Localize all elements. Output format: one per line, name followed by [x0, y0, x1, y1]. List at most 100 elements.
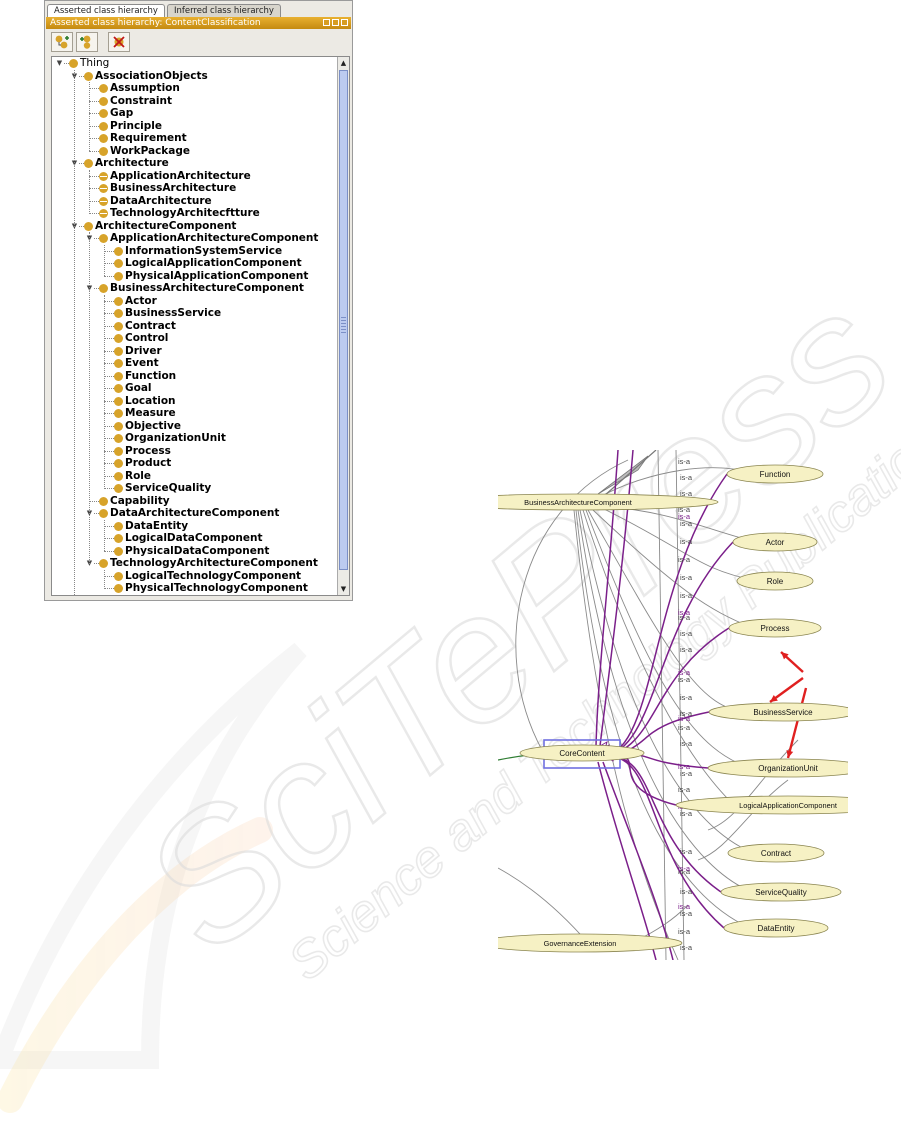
tree-item-businessarchitecturecomponent[interactable]: ▼BusinessArchitectureComponent [52, 282, 337, 295]
tree-item-capability[interactable]: Capability [52, 495, 337, 508]
tree-item-control[interactable]: Control [52, 332, 337, 345]
tab-asserted-class-hierarchy[interactable]: Asserted class hierarchy [47, 4, 165, 17]
tree-item-objective[interactable]: Objective [52, 420, 337, 433]
tree-item-technologyarchitecftture[interactable]: TechnologyArchitecftture [52, 207, 337, 220]
tree-item-measure[interactable]: Measure [52, 407, 337, 420]
tree-item-servicequality[interactable]: ServiceQuality [52, 482, 337, 495]
tree-item-driver[interactable]: Driver [52, 345, 337, 358]
graph-node-label: BusinessArchitectureComponent [524, 498, 632, 507]
graph-node-dataentity[interactable]: DataEntity [723, 918, 829, 938]
tree-item-applicationarchitecturecomponent[interactable]: ▼ApplicationArchitectureComponent [52, 232, 337, 245]
tree-item-label: LogicalTechnologyComponent [125, 569, 302, 582]
tree-item-informationsystemservice[interactable]: InformationSystemService [52, 245, 337, 258]
tree-item-logicaldatacomponent[interactable]: LogicalDataComponent [52, 532, 337, 545]
graph-node-businessarchitecturecomponent[interactable]: BusinessArchitectureComponent [498, 493, 719, 511]
tree-item-architecturecomponent[interactable]: ▼ArchitectureComponent [52, 220, 337, 233]
tree-item-label: Gap [110, 107, 134, 119]
graph-node-corecontent[interactable]: CoreContent [519, 744, 645, 762]
tree-scrollbar[interactable]: ▲ ▼ [337, 57, 349, 595]
class-icon [114, 334, 123, 343]
tree-item-process[interactable]: Process [52, 445, 337, 458]
tree-item-event[interactable]: Event [52, 357, 337, 370]
tree-item-label: PhysicalDataComponent [125, 544, 270, 557]
tree-connector [89, 200, 99, 202]
tree-item-businessarchitecture[interactable]: BusinessArchitecture [52, 182, 337, 195]
tree-connector [94, 238, 99, 239]
graph-node-businessservice[interactable]: BusinessService [708, 702, 848, 722]
graph-node-servicequality[interactable]: ServiceQuality [720, 882, 842, 902]
tree-item-label: BusinessArchitectureComponent [110, 282, 304, 294]
tree-item-contract[interactable]: Contract [52, 320, 337, 333]
delete-class-button[interactable] [108, 32, 130, 52]
class-icon [99, 559, 108, 568]
tree-item-requirement[interactable]: Requirement [52, 132, 337, 145]
expand-toggle-icon[interactable]: ▼ [56, 59, 63, 67]
is-a-label: is-a [678, 505, 691, 514]
tree-item-constraint[interactable]: Constraint [52, 95, 337, 108]
tree-item-function[interactable]: Function [52, 370, 337, 383]
purple-edges [498, 450, 734, 960]
tree-item-gap[interactable]: Gap [52, 107, 337, 120]
tree-item-businessservice[interactable]: BusinessService [52, 307, 337, 320]
tab-inferred-class-hierarchy[interactable]: Inferred class hierarchy [166, 4, 281, 17]
tree-item-organizationunit[interactable]: OrganizationUnit [52, 432, 337, 445]
tree-item-workpackage[interactable]: WorkPackage [52, 145, 337, 158]
tree-item-physicalapplicationcomponent[interactable]: PhysicalApplicationComponent [52, 270, 337, 283]
graph-node-actor[interactable]: Actor [732, 532, 818, 552]
is-a-label: is-a [678, 762, 691, 771]
scroll-down-arrow-icon[interactable]: ▼ [338, 583, 349, 595]
graph-node-organizationunit[interactable]: OrganizationUnit [707, 758, 848, 778]
tree-item-architecture[interactable]: ▼Architecture [52, 157, 337, 170]
graph-node-contract[interactable]: Contract [727, 843, 825, 863]
tree-item-dataarchitecturecomponent[interactable]: ▼DataArchitectureComponent [52, 507, 337, 520]
scroll-up-arrow-icon[interactable]: ▲ [338, 57, 349, 69]
add-sibling-button[interactable] [76, 32, 98, 52]
is-a-edge [602, 761, 674, 960]
tree-item-label: Architecture [95, 157, 169, 169]
red-arrowhead-icon [781, 652, 789, 660]
graph-node-function[interactable]: Function [726, 464, 824, 484]
scrollbar-thumb[interactable] [339, 70, 348, 570]
tree-item-physicaldatacomponent[interactable]: PhysicalDataComponent [52, 545, 337, 558]
tree-item-technologyarchitecturecomponent[interactable]: ▼TechnologyArchitectureComponent [52, 557, 337, 570]
watermark-logo [0, 642, 307, 1113]
is-a-edge [602, 627, 730, 758]
tree-item-label: ServiceQuality [125, 482, 212, 494]
graph-node-governanceextension[interactable]: GovernanceExtension [498, 933, 683, 953]
graph-node-role[interactable]: Role [736, 571, 814, 591]
tree-item-principle[interactable]: Principle [52, 120, 337, 133]
tree-item-thing[interactable]: ▼Thing [52, 57, 337, 70]
view-title-bar: Asserted class hierarchy: ContentClassif… [46, 17, 351, 29]
add-subclass-button[interactable] [51, 32, 73, 52]
class-icon [84, 221, 93, 231]
class-hierarchy-panel: Asserted class hierarchy Inferred class … [44, 0, 353, 601]
tree-item-label: ApplicationArchitecture [110, 169, 251, 182]
float-view-icon[interactable] [332, 19, 339, 26]
tree-item-goal[interactable]: Goal [52, 382, 337, 395]
tree-item-label: Function [125, 369, 177, 382]
tree-item-assumption[interactable]: Assumption [52, 82, 337, 95]
view-controls [323, 19, 348, 26]
tree-connector [104, 475, 114, 477]
graph-node-logicalapplicationcomponent[interactable]: LogicalApplicationComponent [675, 795, 848, 815]
gray-edge [575, 509, 751, 929]
tree-item-dataentity[interactable]: DataEntity [52, 520, 337, 533]
tree-item-role[interactable]: Role [52, 470, 337, 483]
defined-class-icon [99, 196, 108, 206]
class-icon [99, 134, 108, 143]
graph-node-process[interactable]: Process [728, 618, 822, 638]
minimize-view-icon[interactable] [323, 19, 330, 26]
class-icon [99, 496, 108, 506]
tree-item-dataarchitecture[interactable]: DataArchitecture [52, 195, 337, 208]
graph-node-ellipse [519, 744, 645, 762]
tree-item-product[interactable]: Product [52, 457, 337, 470]
tree-item-actor[interactable]: Actor [52, 295, 337, 308]
tree-item-logicaltechnologycomponent[interactable]: LogicalTechnologyComponent [52, 570, 337, 583]
tree-item-label: Actor [125, 294, 157, 307]
tree-item-location[interactable]: Location [52, 395, 337, 408]
tree-item-applicationarchitecture[interactable]: ApplicationArchitecture [52, 170, 337, 183]
close-view-icon[interactable] [341, 19, 348, 26]
tree-item-physicaltechnologycomponent[interactable]: PhysicalTechnologyComponent [52, 582, 337, 595]
tree-item-associationobjects[interactable]: ▼AssociationObjects [52, 70, 337, 83]
tree-item-logicalapplicationcomponent[interactable]: LogicalApplicationComponent [52, 257, 337, 270]
